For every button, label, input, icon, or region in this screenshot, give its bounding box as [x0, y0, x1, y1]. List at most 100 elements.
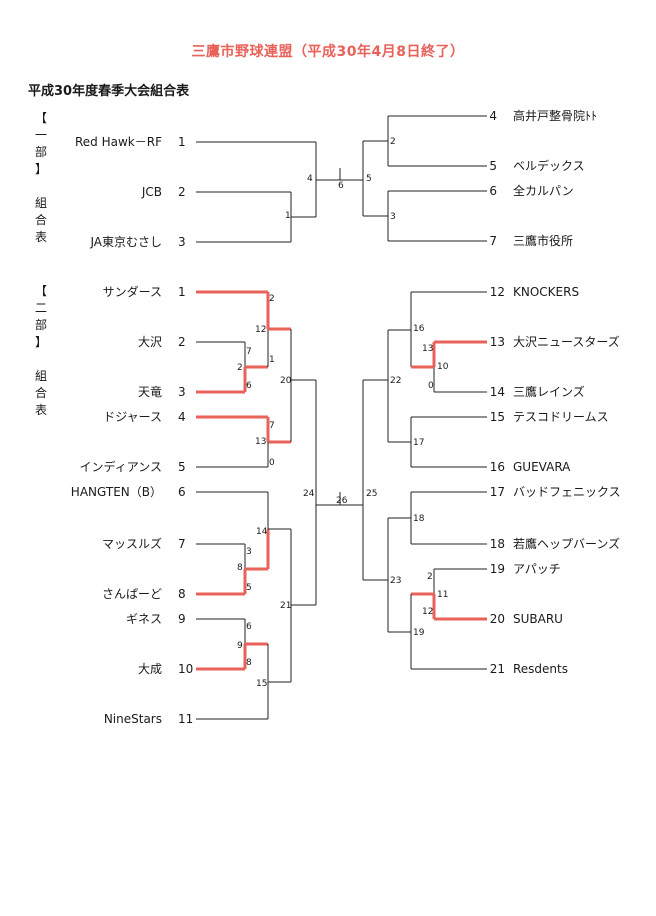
team-seed: 20	[490, 612, 505, 626]
match-score: 7	[246, 347, 252, 357]
page-title: 三鷹市野球連盟（平成30年4月8日終了）	[191, 44, 465, 60]
team-seed: 2	[178, 335, 186, 349]
team-name: KNOCKERS	[513, 285, 579, 299]
match-score: 2	[269, 294, 275, 304]
team-seed: 1	[178, 285, 186, 299]
bracket-subtitle: 平成30年度春季大会組合表	[28, 84, 190, 99]
match-score: 6	[246, 381, 252, 391]
match-score: 9	[237, 641, 243, 651]
team-seed: 21	[490, 662, 505, 676]
match-score: 26	[336, 496, 348, 506]
match-score: 14	[256, 527, 268, 537]
match-score: 2	[237, 363, 243, 373]
team-name: 天竜	[138, 385, 162, 399]
division-label-char: 合	[34, 213, 47, 227]
team-name: 大成	[138, 662, 162, 676]
team-seed: 2	[178, 185, 186, 199]
team-name: Resdents	[513, 662, 568, 676]
team-name: JCB	[141, 185, 162, 199]
team-seed: 12	[490, 285, 505, 299]
match-score: 23	[390, 576, 401, 586]
match-score: 0	[269, 458, 275, 468]
division-label-char: 部	[34, 145, 47, 159]
match-score: 25	[366, 489, 377, 499]
division-label-char: 】	[34, 335, 47, 349]
match-score: 8	[246, 658, 252, 668]
match-score: 11	[437, 590, 448, 600]
division-label-char: 部	[34, 318, 47, 332]
team-seed: 14	[490, 385, 505, 399]
division-label-char: 【	[34, 284, 47, 298]
team-name: Red Hawk－RF	[75, 135, 162, 149]
match-score: 3	[246, 547, 252, 557]
team-seed: 16	[490, 460, 505, 474]
match-score: 7	[269, 421, 275, 431]
division-label-char: 【	[34, 111, 47, 125]
match-score: 5	[366, 174, 372, 184]
team-name: JA東京むさし	[89, 235, 162, 249]
match-score: 18	[413, 514, 425, 524]
team-seed: 11	[178, 712, 193, 726]
team-seed: 10	[178, 662, 193, 676]
match-score: 17	[413, 438, 424, 448]
match-score: 6	[338, 181, 344, 191]
division-label-char: 組	[34, 196, 47, 210]
team-name: 若鷹ヘップバーンズ	[513, 536, 620, 551]
team-seed: 7	[178, 537, 186, 551]
team-name: 全カルパン	[513, 183, 574, 198]
team-name: HANGTEN（B）	[71, 485, 162, 499]
division-label-char: 表	[34, 403, 47, 417]
team-seed: 15	[490, 410, 505, 424]
team-seed: 3	[178, 385, 186, 399]
division-label-char: 】	[34, 162, 47, 176]
team-name: 大沢ニュースターズ	[513, 334, 620, 349]
team-name: マッスルズ	[102, 536, 162, 551]
division-label-char: 二	[34, 301, 47, 315]
match-score: 3	[390, 212, 396, 222]
division-label-char: 表	[34, 230, 47, 244]
team-name: 三鷹レインズ	[513, 384, 585, 399]
team-seed: 7	[489, 234, 497, 248]
match-score: 15	[256, 679, 267, 689]
team-name: NineStars	[104, 712, 162, 726]
team-name: アパッチ	[513, 562, 561, 576]
match-score: 6	[246, 622, 252, 632]
team-name: SUBARU	[513, 612, 563, 626]
team-seed: 8	[178, 587, 186, 601]
match-score: 1	[269, 355, 275, 365]
match-score: 13	[255, 437, 266, 447]
team-seed: 13	[490, 335, 505, 349]
team-seed: 4	[178, 410, 186, 424]
team-name: ベルデックス	[513, 158, 585, 173]
match-score: 20	[280, 376, 292, 386]
team-name: GUEVARA	[513, 460, 571, 474]
team-seed: 6	[489, 184, 497, 198]
team-name: テスコドリームス	[513, 410, 609, 424]
team-name: 高井戸整骨院ﾄﾄ	[513, 108, 597, 123]
team-seed: 3	[178, 235, 186, 249]
match-score: 22	[390, 376, 401, 386]
team-seed: 1	[178, 135, 186, 149]
match-score: 1	[285, 211, 291, 221]
team-name: サンダース	[103, 284, 162, 299]
match-score: 5	[246, 583, 252, 593]
team-name: 大沢	[138, 335, 162, 349]
division-label-char: 組	[34, 369, 47, 383]
match-score: 24	[303, 489, 315, 499]
match-score: 8	[237, 563, 243, 573]
team-seed: 6	[178, 485, 186, 499]
match-score: 19	[413, 628, 425, 638]
match-score: 2	[390, 137, 396, 147]
team-seed: 19	[490, 562, 505, 576]
match-score: 12	[422, 607, 433, 617]
team-name: バッドフェニックス	[513, 485, 621, 499]
team-name: インディアンス	[80, 459, 162, 474]
match-score: 4	[307, 174, 313, 184]
team-seed: 5	[178, 460, 186, 474]
team-name: ギネス	[126, 612, 162, 626]
team-seed: 9	[178, 612, 186, 626]
team-seed: 18	[490, 537, 505, 551]
team-seed: 5	[489, 159, 497, 173]
match-score: 16	[413, 324, 425, 334]
